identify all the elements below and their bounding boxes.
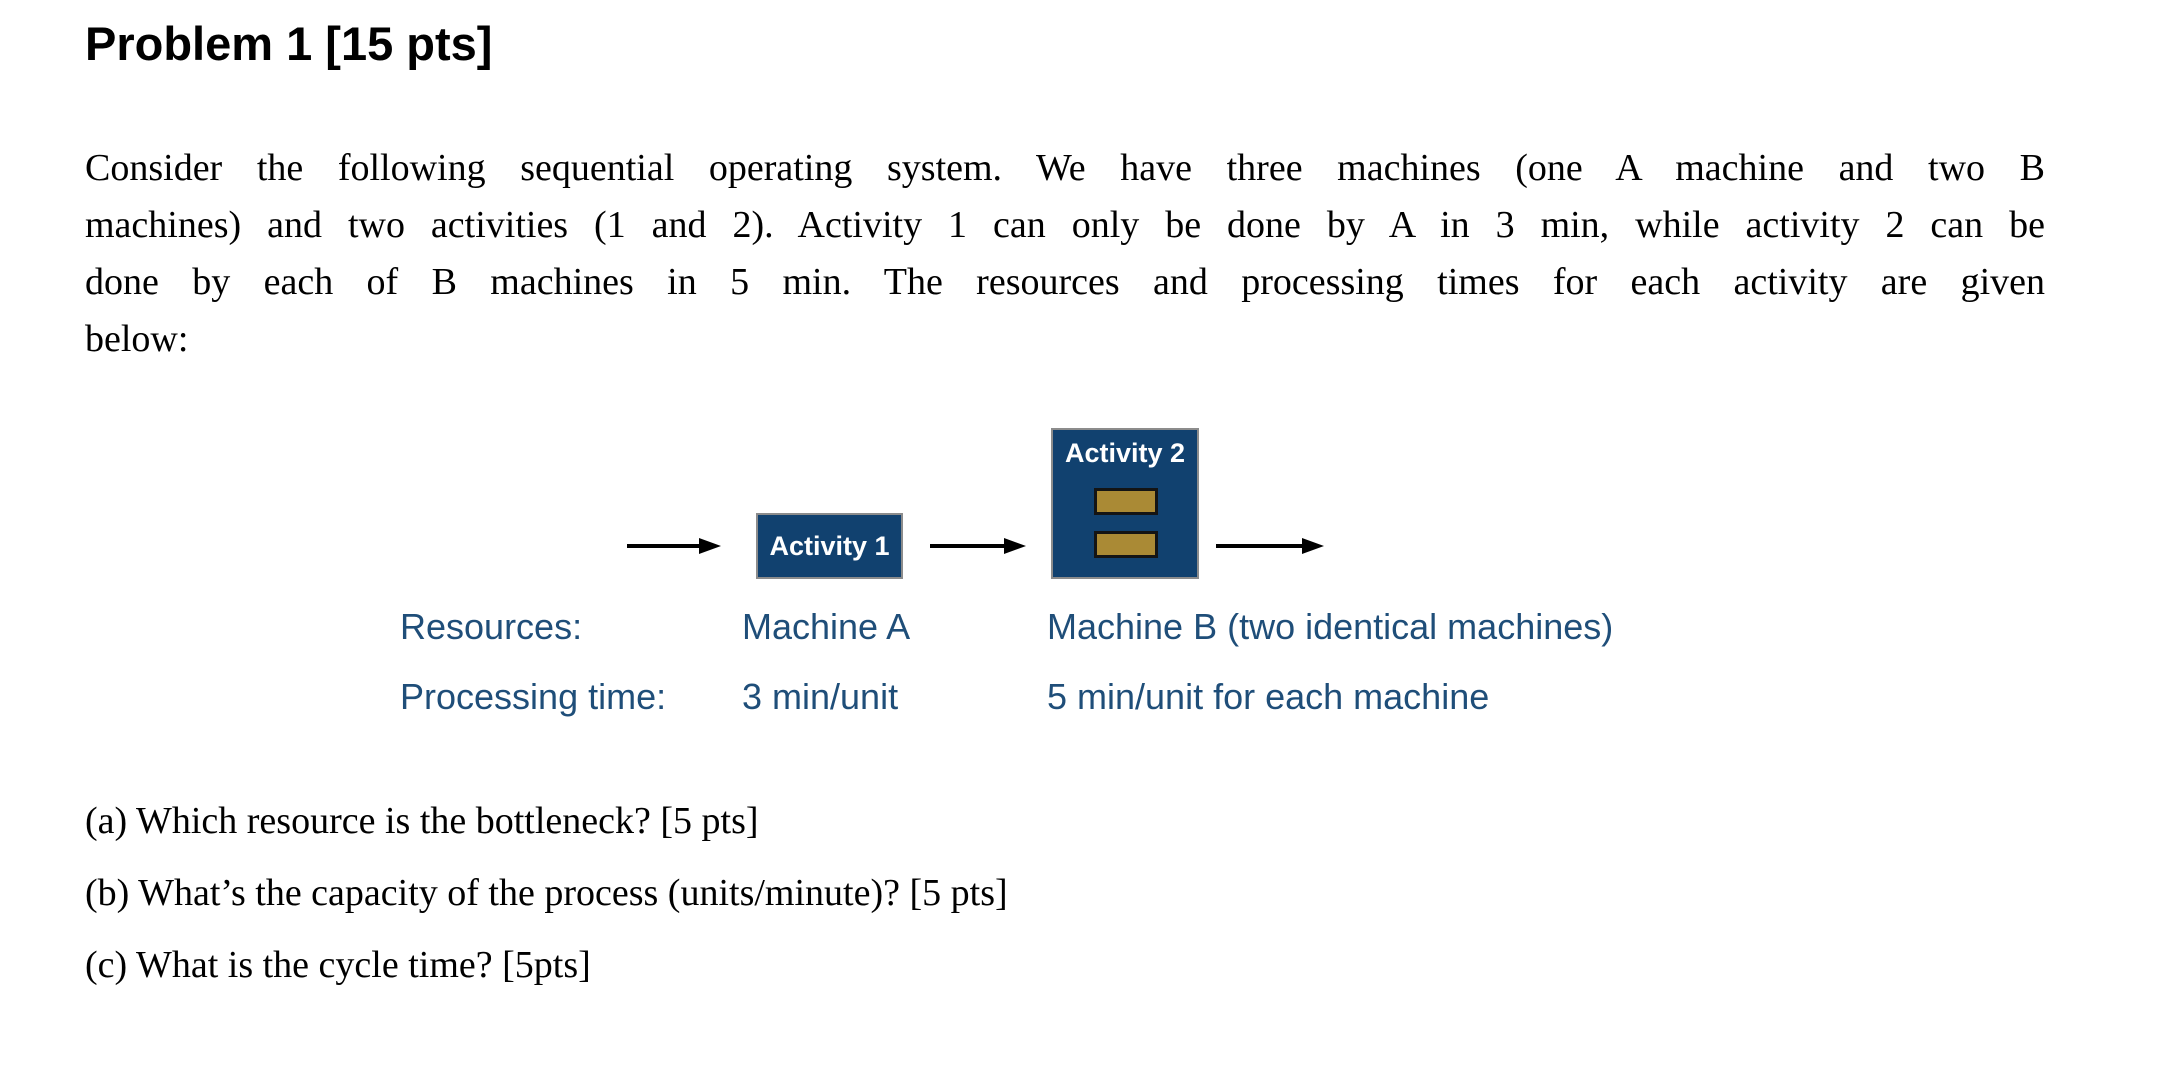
processing-time-machine-b-value: 5 min/unit for each machine — [1047, 676, 1490, 717]
inflow-arrow-icon — [627, 538, 721, 554]
statement-line-3: done by each of B machines in 5 min. The… — [85, 261, 2045, 303]
resources-machine-a-value: Machine A — [742, 606, 911, 647]
activity1-label: Activity 1 — [769, 530, 890, 561]
question-a: (a) Which resource is the bottleneck? [5… — [85, 800, 759, 842]
question-c: (c) What is the cycle time? [5pts] — [85, 944, 591, 986]
resources-machine-b-value: Machine B (two identical machines) — [1047, 606, 1614, 647]
question-b: (b) What’s the capacity of the process (… — [85, 872, 1008, 914]
processing-time-row-label: Processing time: — [400, 676, 667, 717]
problem-statement: Consider the following sequential operat… — [85, 140, 2045, 368]
problem-title: Problem 1 [15 pts] — [85, 17, 493, 70]
machine-b1-block-icon — [1094, 488, 1158, 515]
processing-time-machine-a-value: 3 min/unit — [742, 676, 899, 717]
statement-line-1: Consider the following sequential operat… — [85, 147, 2045, 189]
machine-b2-block-icon — [1094, 531, 1158, 558]
statement-line-4: below: — [85, 318, 189, 360]
resources-row-label: Resources: — [400, 606, 583, 647]
activity2-label: Activity 2 — [1064, 438, 1186, 468]
between-activities-arrow-icon — [930, 538, 1026, 554]
outflow-arrow-icon — [1216, 538, 1324, 554]
statement-line-2: machines) and two activities (1 and 2). … — [85, 204, 2045, 246]
activity2-box: Activity 2 — [1051, 428, 1199, 579]
activity1-box: Activity 1 — [756, 513, 903, 579]
